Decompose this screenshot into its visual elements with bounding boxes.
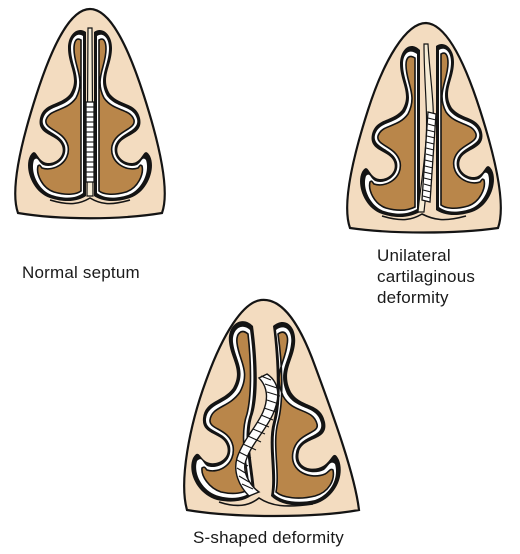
- caption-line-3: deformity: [377, 287, 475, 308]
- s-shaped-deformity-diagram: [175, 296, 365, 520]
- caption-s-shaped-deformity: S-shaped deformity: [193, 527, 344, 548]
- caption-line-2: cartilaginous: [377, 266, 475, 287]
- normal-septum-illustration: [10, 6, 170, 221]
- caption-line-1: Unilateral: [377, 245, 475, 266]
- caption-unilateral-deformity: Unilateral cartilaginous deformity: [377, 245, 475, 308]
- septal-cartilage: [86, 102, 94, 182]
- unilateral-deformity-illustration: [340, 20, 508, 235]
- s-shaped-deformity-illustration: [175, 296, 365, 520]
- normal-septum-diagram: [10, 6, 170, 221]
- unilateral-deformity-diagram: [340, 20, 508, 235]
- caption-normal-septum: Normal septum: [22, 262, 140, 283]
